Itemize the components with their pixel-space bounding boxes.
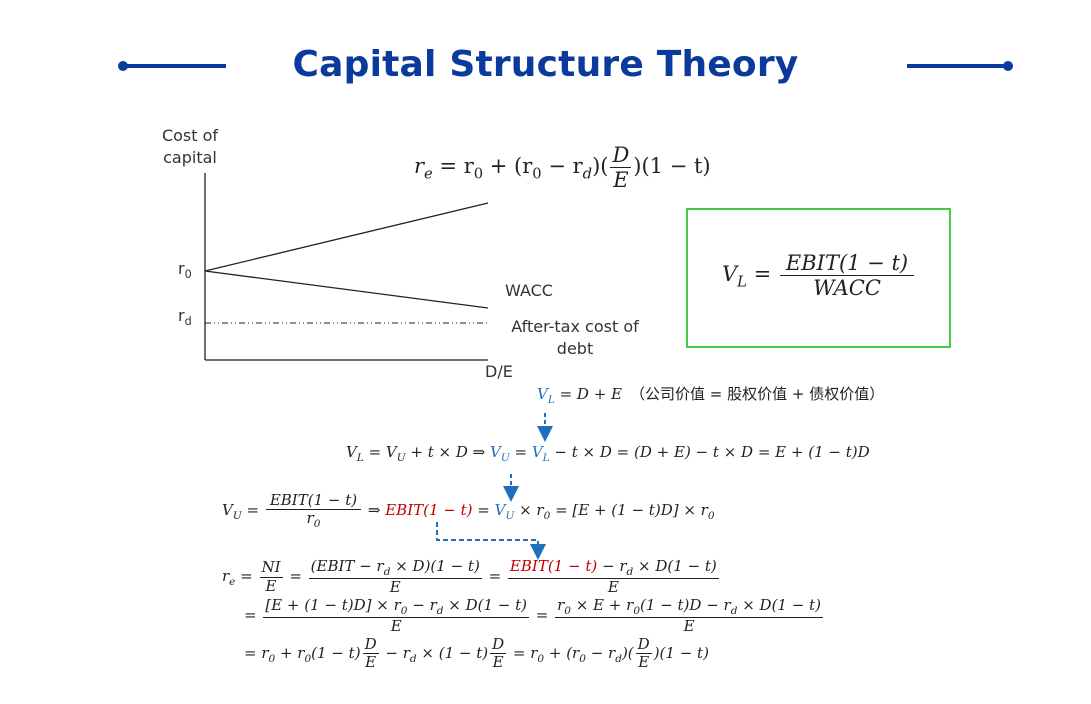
- arrow-3: [436, 522, 546, 560]
- wacc-line: [204, 270, 489, 309]
- debt-label-line1: After-tax cost of: [511, 317, 639, 336]
- y-axis-label-line2: capital: [163, 148, 217, 167]
- debt-label-line2: debt: [556, 339, 594, 358]
- firm-value-definition: VL = D + E（公司价值 = 股权价值 + 债权价值）: [537, 385, 885, 406]
- y-axis-label: Cost of capital: [160, 125, 220, 169]
- firm-value-formula-box: [686, 208, 951, 348]
- ebit-derivation: VU = EBIT(1 − t)r0 ⇒ EBIT(1 − t) = VU × …: [222, 491, 715, 531]
- title-decoration: [118, 61, 1013, 71]
- rd-label: rd: [178, 306, 192, 329]
- x-axis-label: D/E: [485, 362, 513, 381]
- r0-label: r0: [178, 259, 192, 282]
- right-decor-dot: [1003, 61, 1013, 71]
- left-decor-dot: [118, 61, 128, 71]
- re-derivation-step-2: = [E + (1 − t)D] × r0 − rd × D(1 − t)E =…: [244, 596, 823, 636]
- unlevered-value-derivation: VL = VU + t × D ⇒ VU = VL − t × D = (D +…: [346, 443, 870, 464]
- page-title: Capital Structure Theory: [292, 44, 799, 85]
- cost-of-capital-graph: [204, 173, 489, 361]
- cost-of-equity-line: [204, 202, 489, 272]
- wacc-label: WACC: [505, 281, 553, 300]
- debt-label: After-tax cost of debt: [500, 316, 650, 360]
- y-axis-label-line1: Cost of: [161, 126, 219, 145]
- firm-value-formula: VL = EBIT(1 − t)WACC: [722, 251, 916, 300]
